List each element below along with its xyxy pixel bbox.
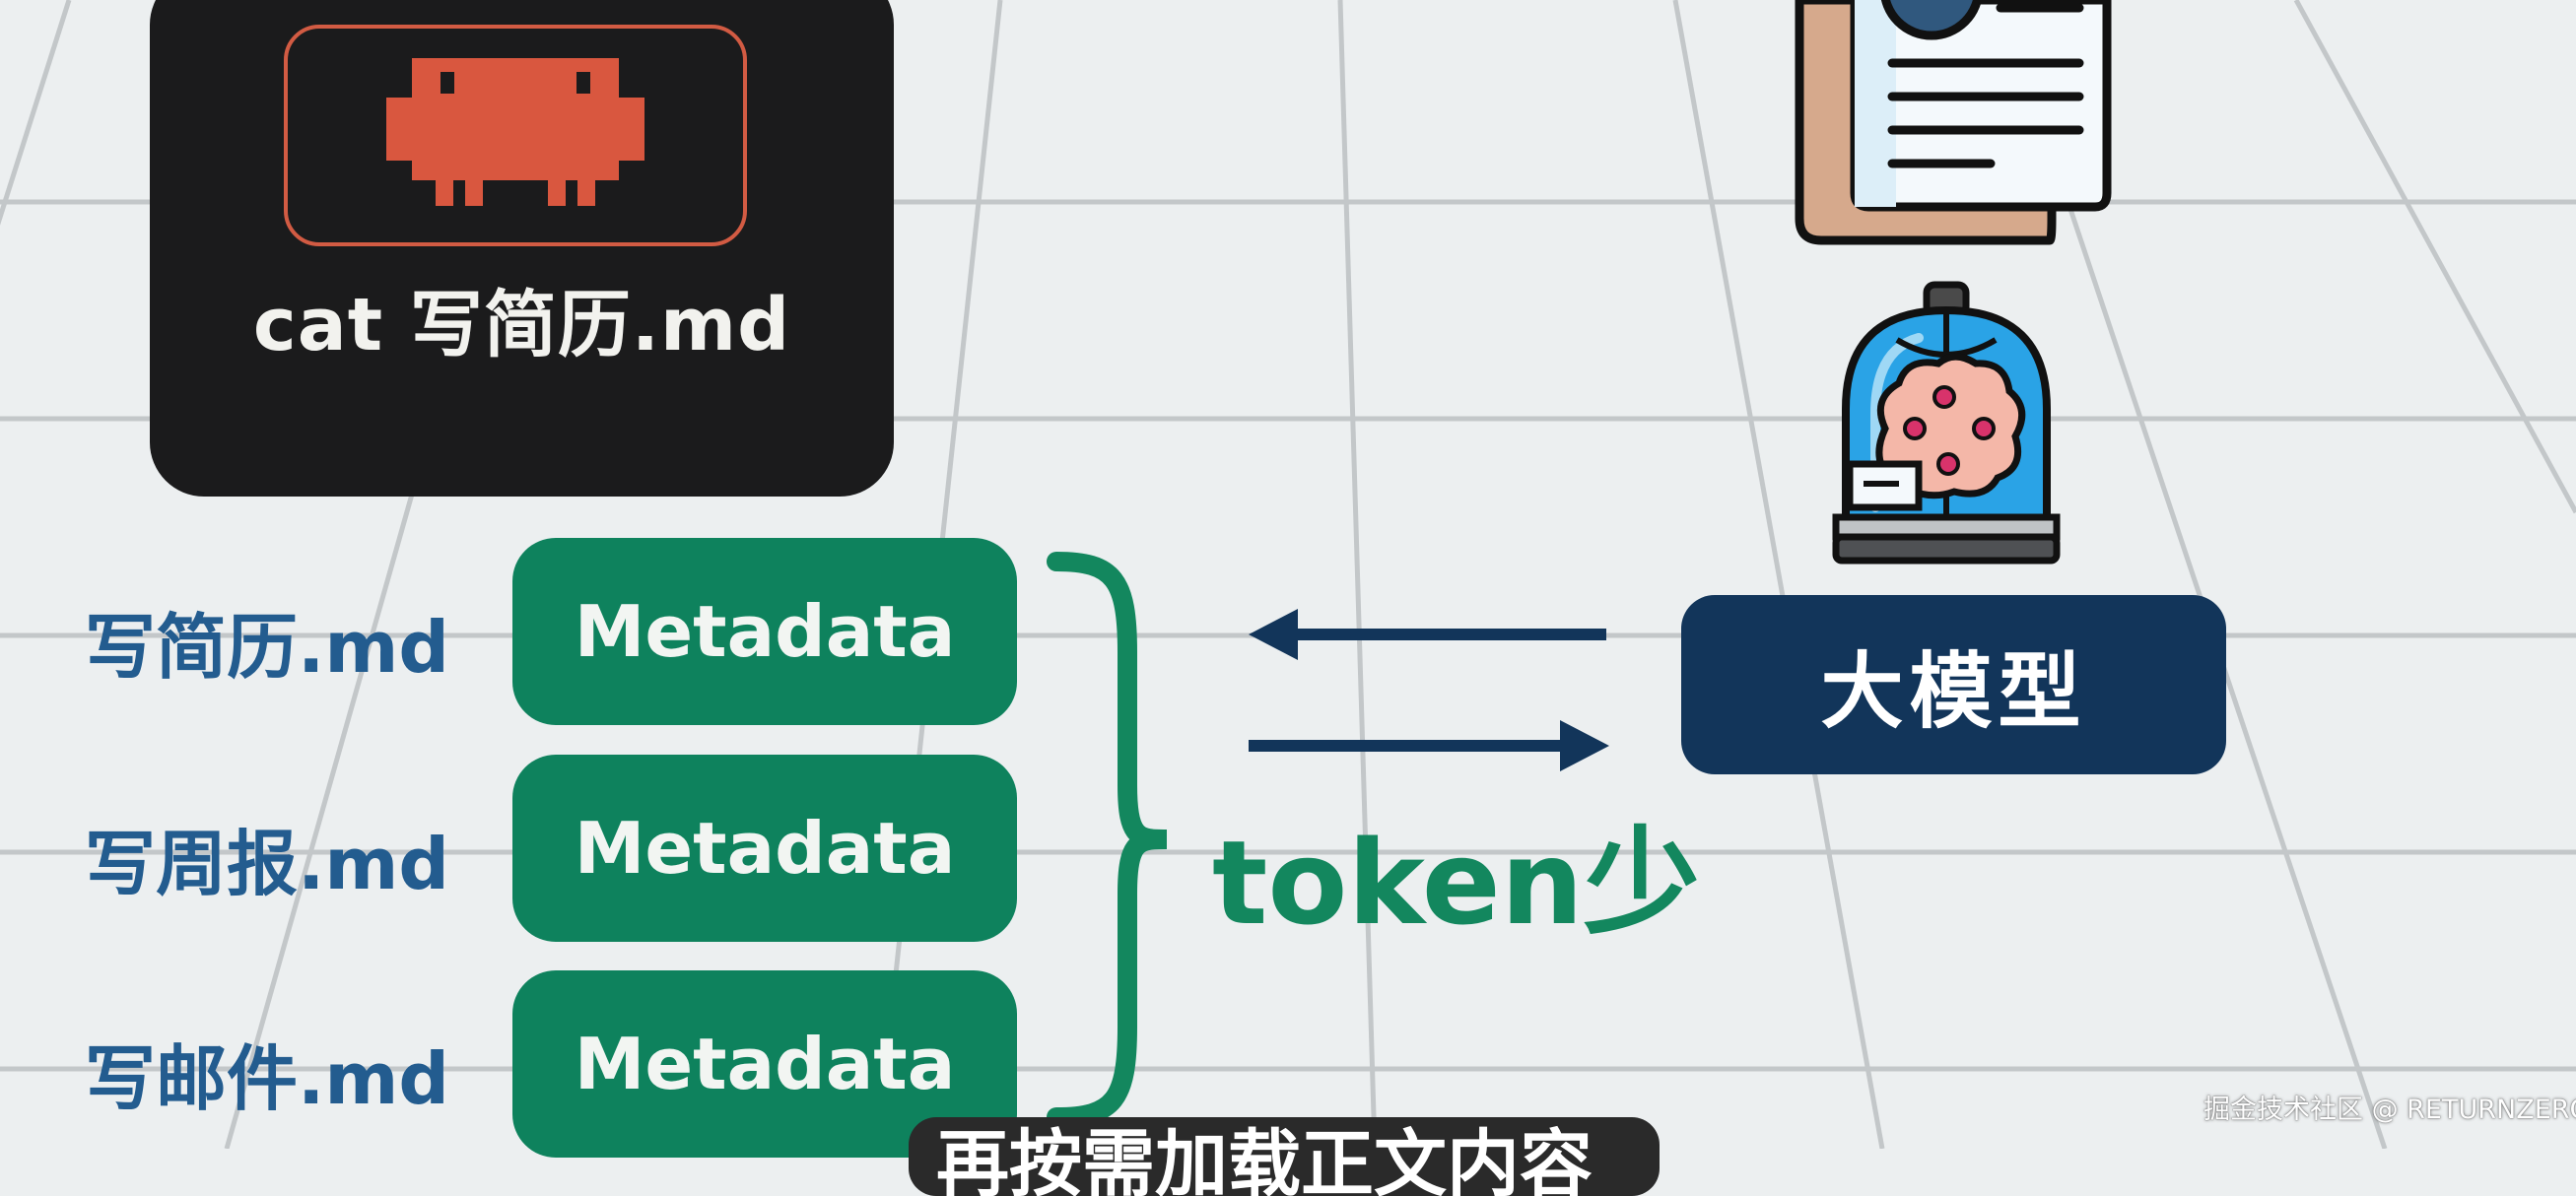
- caption-banner: 再按需加载正文内容: [909, 1117, 1660, 1196]
- caption-text: 再按需加载正文内容: [936, 1122, 1593, 1196]
- resume-document-icon: [1795, 0, 2112, 245]
- token-note: token少: [1212, 815, 1700, 951]
- watermark: 掘金技术社区 @ RETURNZERO: [2203, 1095, 2576, 1125]
- metadata-pill: Metadata: [512, 755, 1017, 942]
- skill-file-label: 写邮件.md: [85, 1037, 449, 1120]
- curly-brace-icon: [1047, 552, 1168, 1127]
- terminal-command: cat 写简历.md: [252, 283, 791, 367]
- metadata-pill: Metadata: [512, 538, 1017, 725]
- robot-icon: [386, 58, 644, 206]
- request-response-arrows: [1249, 609, 1609, 771]
- terminal-card: cat 写简历.md: [150, 0, 894, 497]
- skill-file-label: 写周报.md: [85, 823, 449, 905]
- metadata-pill: Metadata: [512, 970, 1017, 1158]
- robot-icon-frame: [284, 25, 747, 246]
- skill-file-label: 写简历.md: [85, 606, 449, 689]
- brain-in-jar-icon: [1832, 281, 2061, 565]
- model-box: 大模型: [1681, 595, 2226, 774]
